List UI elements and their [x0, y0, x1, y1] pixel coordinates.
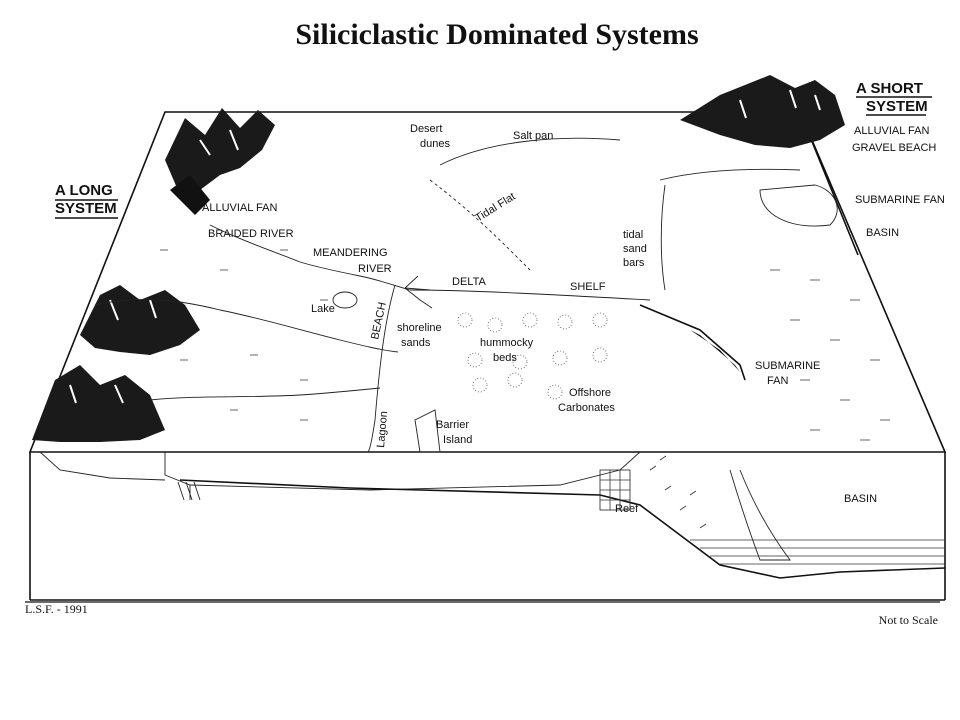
braided-river-label: BRAIDED RIVER — [208, 228, 294, 240]
offshore-carbonates-label-line2: Carbonates — [558, 402, 615, 414]
basin-right-label: BASIN — [866, 227, 899, 239]
desert-dunes-label-line1: Desert — [410, 123, 442, 135]
mountains-lower-left — [32, 365, 165, 442]
barrier-island — [414, 409, 441, 453]
salt-pan-label: Salt pan — [513, 130, 553, 142]
shoreline-sands-label-line2: sands — [401, 337, 431, 349]
submarine-fan-right-label: SUBMARINE FAN — [855, 194, 945, 206]
mountains-mid-left — [80, 285, 200, 355]
long-system-label-line2: SYSTEM — [55, 200, 117, 217]
tidal-flat-label: Tidal Flat — [473, 191, 517, 225]
shoreline-sands-label-line1: shoreline — [397, 322, 442, 334]
block-outline — [28, 111, 947, 601]
barrier-island-label-line2: Island — [443, 434, 472, 446]
submarine-fan-lobe — [759, 184, 838, 227]
submarine-fan-center-label-line1: SUBMARINE — [755, 360, 820, 372]
tidal-sand-bars-label-line2: sand — [623, 243, 647, 255]
short-system-label-line1: A SHORT — [856, 80, 923, 97]
beach-label: BEACH — [369, 301, 389, 341]
reef-blocks — [599, 469, 631, 511]
tidal-sand-bars-label-line3: bars — [623, 257, 645, 269]
gravel-beach-label: GRAVEL BEACH — [852, 142, 936, 154]
cross-section — [39, 451, 946, 579]
barrier-island-label-line1: Barrier — [436, 419, 469, 431]
offshore-carbonates-label-line1: Offshore — [569, 387, 611, 399]
diagram-title: Siliciclastic Dominated Systems — [295, 18, 698, 51]
lagoon-label: Lagoon — [375, 411, 390, 449]
meandering-river-label-line1: MEANDERING — [313, 247, 388, 259]
reef-label: Reef — [615, 503, 639, 515]
lake-label: Lake — [311, 303, 335, 315]
basin-front-label: BASIN — [844, 493, 877, 505]
hummocky-beds-label-line1: hummocky — [480, 337, 534, 349]
lake — [332, 291, 358, 309]
long-system-label-line1: A LONG — [55, 182, 113, 199]
tidal-sand-bars-label-line1: tidal — [623, 229, 643, 241]
alluvial-fan-right-label: ALLUVIAL FAN — [854, 125, 929, 137]
alluvial-fan-left-label: ALLUVIAL FAN — [202, 202, 277, 214]
submarine-fan-center-label-line2: FAN — [767, 375, 788, 387]
river-network — [94, 224, 433, 401]
shoreline — [367, 284, 396, 453]
scale-note: Not to Scale — [879, 613, 938, 627]
hummocky-beds-label-line2: beds — [493, 352, 517, 364]
shelf-label: SHELF — [570, 281, 606, 293]
credit-label: L.S.F. - 1991 — [25, 602, 88, 616]
desert-dunes-label-line2: dunes — [420, 138, 450, 150]
short-system-label-line2: SYSTEM — [866, 98, 928, 115]
hummocky-bed-marks — [457, 312, 608, 400]
basin-dashes — [160, 249, 890, 441]
shelf-break — [639, 304, 746, 381]
meandering-river-label-line2: RIVER — [358, 263, 392, 275]
delta-label: DELTA — [452, 276, 486, 288]
mountains-upper-left — [165, 108, 275, 215]
mountains-upper-right — [680, 75, 845, 148]
